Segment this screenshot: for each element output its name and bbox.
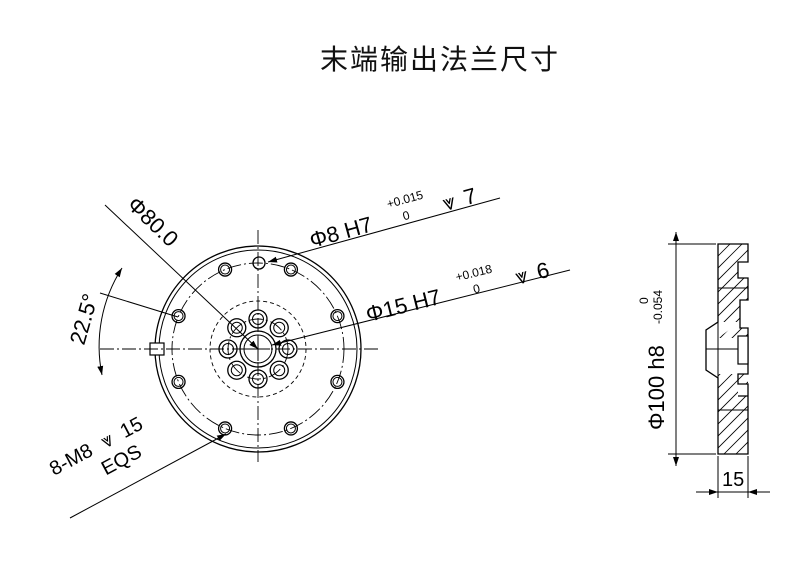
hatch-line bbox=[718, 357, 748, 419]
hatch-line bbox=[718, 285, 748, 347]
center-bore-depth: 6 bbox=[534, 257, 552, 284]
pin-hole-depth-symbol: ⩔ bbox=[440, 189, 459, 216]
pin-hole-tol-lower: 0 bbox=[401, 208, 411, 223]
outer-diameter-dimension: Φ80.0 bbox=[104, 192, 259, 350]
side-diameter-dimension: Φ100 h8 0 -0.054 bbox=[637, 232, 716, 466]
center-bore-tol-upper: +0.018 bbox=[454, 262, 494, 285]
inner-hole bbox=[248, 369, 268, 389]
inner-hole bbox=[269, 318, 289, 338]
side-view-outline bbox=[705, 243, 749, 455]
threaded-holes-depth: 15 bbox=[117, 413, 147, 443]
inner-hole bbox=[278, 339, 298, 359]
center-bore-outer bbox=[239, 330, 277, 368]
threaded-hole bbox=[217, 262, 233, 277]
hatch-line bbox=[718, 321, 748, 383]
pin-hole-diameter-label: Φ8 H7 bbox=[307, 212, 375, 253]
inner-hole bbox=[218, 339, 238, 359]
threaded-hole bbox=[330, 374, 345, 390]
hatch-line bbox=[718, 244, 748, 287]
side-bore-pocket bbox=[737, 335, 749, 365]
hatch-line bbox=[718, 417, 748, 454]
threaded-hole bbox=[283, 421, 299, 436]
angle-label: 22.5° bbox=[65, 291, 103, 348]
threaded-hole bbox=[330, 308, 345, 324]
threaded-hole bbox=[283, 262, 299, 277]
outer-diameter-label: Φ80.0 bbox=[123, 192, 184, 252]
hatch-line bbox=[718, 244, 748, 299]
pin-hole bbox=[252, 256, 266, 270]
center-bore-inner bbox=[243, 334, 273, 364]
side-thickness-label: 15 bbox=[722, 469, 744, 491]
hatch-line bbox=[718, 393, 748, 454]
pin-hole-tol-upper: +0.015 bbox=[385, 188, 425, 211]
threaded-holes-spec: 8-M8 bbox=[46, 440, 97, 481]
side-tol-upper: 0 bbox=[637, 297, 651, 304]
inner-hole bbox=[248, 309, 268, 329]
side-diameter-label: Φ100 h8 bbox=[644, 345, 669, 430]
hatch-line bbox=[718, 249, 748, 311]
front-view bbox=[100, 230, 378, 462]
inner-hole bbox=[227, 318, 247, 338]
inner-hole bbox=[269, 360, 289, 380]
center-bore-tol-lower: 0 bbox=[472, 281, 482, 296]
threaded-hole bbox=[171, 374, 186, 390]
hatch-line bbox=[718, 273, 748, 335]
hatch-line bbox=[718, 333, 748, 395]
hatch-line bbox=[718, 261, 748, 323]
hatch-line bbox=[718, 309, 748, 371]
hatch-line bbox=[718, 244, 748, 263]
threaded-hole bbox=[217, 421, 233, 436]
side-tol-lower: -0.054 bbox=[651, 290, 665, 324]
inner-holes-group bbox=[218, 309, 298, 389]
inner-hole bbox=[227, 360, 247, 380]
side-thickness-dimension: 15 bbox=[696, 456, 770, 498]
hatch-line bbox=[718, 381, 748, 443]
hatch-line bbox=[718, 405, 748, 454]
hatch-line bbox=[718, 369, 748, 431]
angle-dimension: 22.5° bbox=[65, 267, 179, 376]
drawing-title: 末端输出法兰尺寸 bbox=[319, 43, 560, 76]
pin-hole-depth: 7 bbox=[461, 183, 479, 210]
center-bore-dimension: Φ15 H7 +0.018 0 ⩔ 6 bbox=[271, 257, 571, 346]
hatch-line bbox=[718, 244, 748, 251]
center-bore-diameter-label: Φ15 H7 bbox=[363, 284, 443, 327]
center-bore-depth-symbol: ⩔ bbox=[513, 262, 531, 289]
threaded-holes-depth-symbol: ⩔ bbox=[97, 428, 117, 453]
pin-hole-dimension: Φ8 H7 +0.015 0 ⩔ 7 bbox=[267, 183, 501, 263]
hatch-line bbox=[718, 345, 748, 407]
